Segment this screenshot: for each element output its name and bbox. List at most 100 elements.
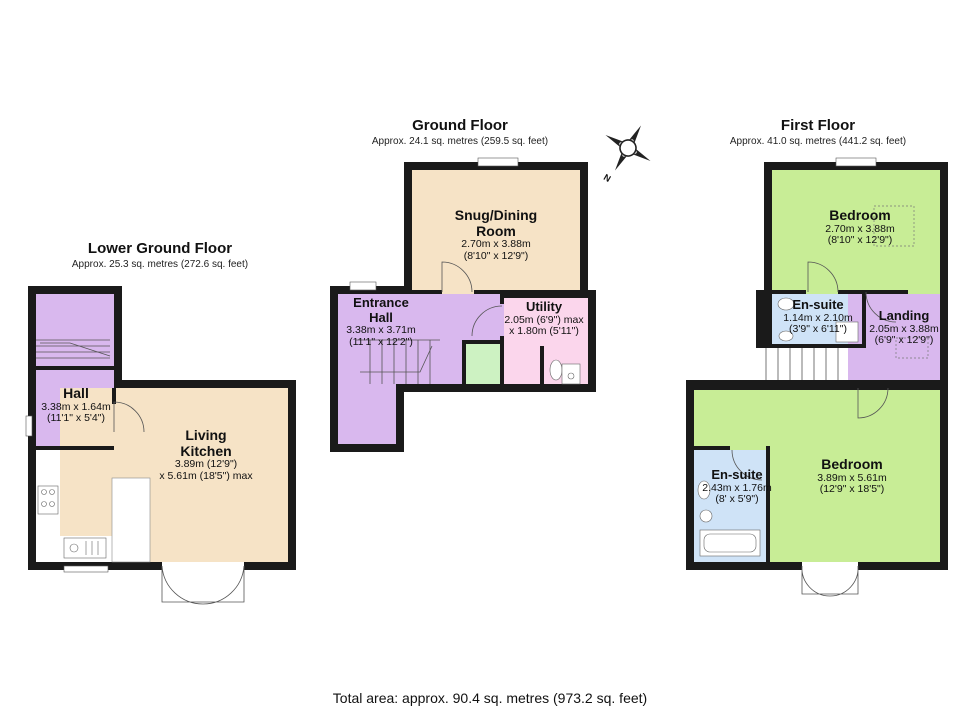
room-name: En-suite xyxy=(711,467,763,482)
lower-ground-stairs xyxy=(36,339,111,359)
hall-window xyxy=(349,281,377,291)
room-label-snug-dining: Snug/Dining Room 2.70m x 3.88m (8'10" x … xyxy=(426,207,566,263)
landing-loft-hatch xyxy=(895,337,929,359)
room-label-bedroom-one: Bedroom 2.70m x 3.88m (8'10" x 12'9") xyxy=(790,207,930,247)
room-dimension: x 5.61m (18'5") max xyxy=(159,470,253,483)
living-kitchen-room xyxy=(60,388,288,562)
room-dimension: 3.89m (12'9") xyxy=(174,458,238,471)
total-area: Total area: approx. 90.4 sq. metres (973… xyxy=(332,690,648,706)
ground-cupboard xyxy=(466,344,500,384)
hall-wall xyxy=(36,446,114,450)
bedroom-window xyxy=(835,157,877,167)
room-dimension: 2.05m x 3.88m xyxy=(869,322,939,335)
ground-floor-plan xyxy=(330,157,596,452)
first-floor-stairs xyxy=(765,348,839,380)
hall-step-wall xyxy=(396,384,404,452)
hall-utility-wall-low xyxy=(500,336,504,384)
kitchen-bottom-window xyxy=(63,565,109,573)
utility-fixtures xyxy=(549,359,581,385)
store-wall xyxy=(36,366,114,370)
room-name: Kitchen xyxy=(180,442,232,459)
room-dimension: 1.14m x 2.10m xyxy=(783,311,853,324)
room-dimension: (8'10" x 12'9") xyxy=(463,250,529,263)
first-floor-area: Approx. 41.0 sq. metres (441.2 sq. feet) xyxy=(729,136,907,147)
snug-dining-room xyxy=(412,170,580,294)
room-label-ensuite-two: En-suite 2.43m x 1.76m (8' x 5'9") xyxy=(694,467,780,506)
room-dimension: (12'9" x 18'5") xyxy=(819,483,885,496)
room-name: Living xyxy=(185,427,227,443)
utility-door-swing xyxy=(471,305,503,337)
room-dimension: 2.70m x 3.88m xyxy=(825,222,895,235)
hall-utility-wall xyxy=(500,294,504,304)
room-dimension: 3.38m x 1.64m xyxy=(41,400,111,413)
lower-ground-store xyxy=(36,294,114,368)
hall-door-swing xyxy=(113,401,145,433)
landing-door-swing xyxy=(865,291,897,323)
first-bedroom-room xyxy=(772,170,940,294)
room-label-utility: Utility 2.05m (6'9") max x 1.80m (5'11") xyxy=(496,299,592,338)
snug-door-swing xyxy=(441,261,473,293)
cupboard-wall xyxy=(462,340,504,344)
bedroom-french-door-gap xyxy=(802,562,858,570)
room-dimension: 3.89m x 5.61m xyxy=(817,471,887,484)
lower-ground-floor-plan xyxy=(25,286,296,605)
room-label-landing: Landing 2.05m x 3.88m (6'9" x 12'9") xyxy=(862,308,946,347)
cupboard-wall-side xyxy=(462,340,466,384)
room-name: En-suite xyxy=(792,297,844,312)
room-dimension: (3'9" x 6'11") xyxy=(789,323,847,336)
room-dimension: (11'1" x 12'2") xyxy=(349,335,413,348)
room-dimension: 2.05m (6'9") max xyxy=(504,313,584,326)
room-dimension: (8'10" x 12'9") xyxy=(827,234,893,247)
room-dimension: (11'1" x 5'4") xyxy=(47,412,105,425)
snug-hall-wall-right xyxy=(474,290,588,294)
landing-bedroom-wall-b xyxy=(888,380,948,388)
ground-floor-title: Ground Floor xyxy=(412,117,508,134)
snug-hall-wall-left xyxy=(404,290,442,294)
bedroom-loft-hatch xyxy=(873,205,915,247)
bedroom-french-doors xyxy=(801,565,859,597)
ground-floor-stairs xyxy=(356,339,440,384)
landing-bedroom-wall-a xyxy=(686,380,856,388)
room-label-hall: Hall 3.38m x 1.64m (11'1" x 5'4") xyxy=(32,385,120,425)
first-floor-plan xyxy=(686,157,948,597)
bedroom-ensuite-wall-b xyxy=(838,290,908,294)
bedroom-door-swing xyxy=(807,261,839,293)
hall-kitchen-partition xyxy=(112,388,116,404)
ensuite-landing-wall xyxy=(862,294,866,344)
first-floor-title: First Floor xyxy=(780,117,856,134)
room-label-ensuite-one: En-suite 1.14m x 2.10m (3'9" x 6'11") xyxy=(772,297,864,336)
room-label-bedroom-two: Bedroom 3.89m x 5.61m (12'9" x 18'5") xyxy=(782,456,922,496)
room-name: Landing xyxy=(878,308,930,323)
room-label-entrance-hall: Entrance Hall 3.38m x 3.71m (11'1" x 12'… xyxy=(338,295,424,349)
room-dimension: 2.70m x 3.88m xyxy=(461,238,531,251)
room-dimension: x 1.80m (5'11") xyxy=(509,325,579,338)
ensuite-two-door-swing xyxy=(731,449,763,481)
ground-floor-area: Approx. 24.1 sq. metres (259.5 sq. feet) xyxy=(371,136,549,147)
lower-ensuite-top-wall xyxy=(694,446,730,450)
room-name: Entrance xyxy=(353,295,409,310)
kitchen-french-door-gap xyxy=(162,562,244,570)
lower-ground-side-window xyxy=(25,415,33,437)
room-dimension: 3.38m x 3.71m xyxy=(346,324,416,337)
room-dimension: (6'9" x 12'9") xyxy=(874,334,934,347)
room-name: Bedroom xyxy=(821,456,883,472)
compass-rose-icon xyxy=(605,125,651,171)
ensuite-fixtures xyxy=(697,297,859,557)
room-name: Utility xyxy=(525,299,563,314)
bedroom-ensuite-wall-a xyxy=(764,290,806,294)
room-name: Snug/Dining xyxy=(454,207,538,223)
ensuite-bottom-wall xyxy=(764,344,866,348)
entrance-hall-lower xyxy=(338,384,396,444)
lower-ensuite-side-wall xyxy=(766,446,770,562)
room-label-living-kitchen: Living Kitchen 3.89m (12'9") x 5.61m (18… xyxy=(136,427,276,483)
room-name: Hall xyxy=(63,385,89,401)
kitchen-island xyxy=(111,477,151,563)
lower-ground-floor-area: Approx. 25.3 sq. metres (272.6 sq. feet) xyxy=(71,259,249,270)
room-dimension: 2.43m x 1.76m xyxy=(702,481,772,494)
snug-window xyxy=(477,157,519,167)
kitchen-french-doors xyxy=(161,565,245,605)
lower-ground-floor-title: Lower Ground Floor xyxy=(87,240,233,257)
utility-inner-wall xyxy=(540,346,544,384)
room-name: Hall xyxy=(369,309,393,325)
